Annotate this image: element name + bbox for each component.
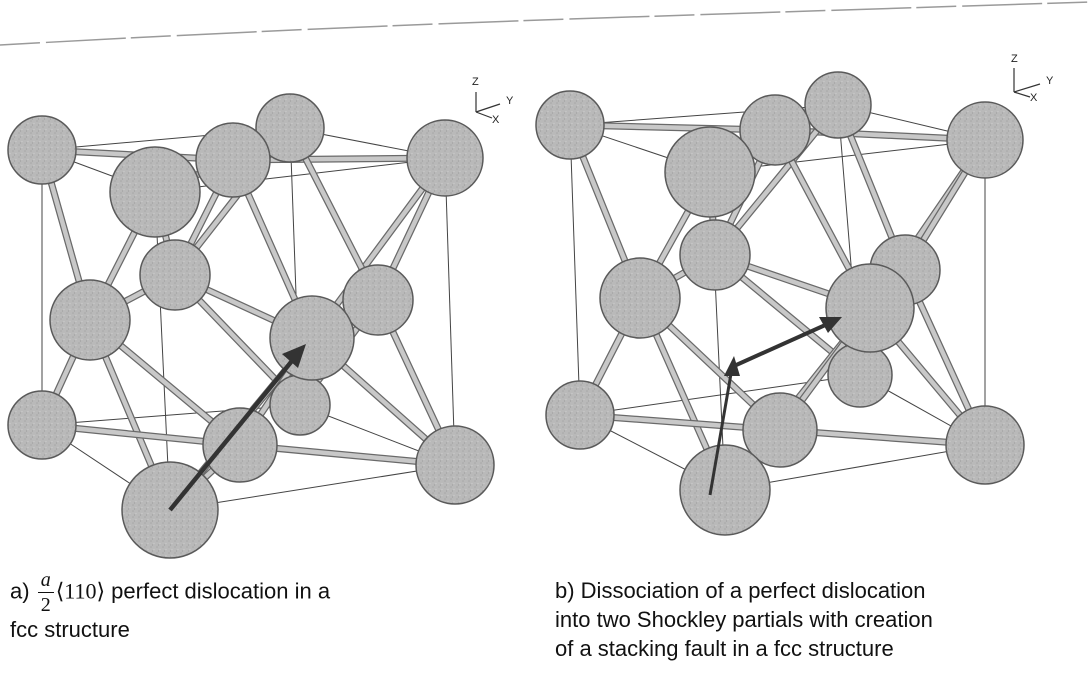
atom-sphere <box>7 115 77 185</box>
cell-edge-line <box>154 157 446 193</box>
axis-label-y: Y <box>1046 75 1054 87</box>
atom-sphere <box>664 126 756 218</box>
caption-a-rest: perfect dislocation in a <box>111 578 331 604</box>
miller-index: ⟨110⟩ <box>55 578 106 604</box>
axis-triad-icon: Z Y X <box>472 76 514 126</box>
atom-sphere <box>109 146 201 238</box>
atom-sphere <box>49 279 131 361</box>
fraction-a-over-2: a 2 <box>37 570 54 616</box>
atom-sphere <box>7 390 77 460</box>
cell-edge-line <box>569 124 581 416</box>
atom-sphere <box>342 264 414 336</box>
atom-sphere <box>545 380 615 450</box>
atom-sphere <box>679 219 751 291</box>
axis-label-x: X <box>492 114 500 126</box>
fraction-numerator: a <box>37 570 54 593</box>
burgers-vector-line <box>168 354 298 512</box>
atom-sphere <box>195 122 271 198</box>
arrowhead <box>282 344 306 368</box>
caption-b: b) Dissociation of a perfect dislocation… <box>555 576 1085 663</box>
shockley-partial-arrows <box>708 317 842 496</box>
axis-triad-icon: Z Y X <box>1011 53 1054 104</box>
caption-b-line1: b) Dissociation of a perfect dislocation <box>555 578 926 603</box>
atom-sphere <box>825 263 915 353</box>
atom-sphere <box>804 71 872 139</box>
caption-a: a) a 2 ⟨110⟩ perfect dislocation in a fc… <box>10 570 510 645</box>
partial-2-line <box>733 320 833 368</box>
partial-1-arrowhead <box>724 356 740 376</box>
axis-label-x: X <box>1030 92 1038 104</box>
panel-a-perfect-dislocation: Z Y X <box>0 0 545 560</box>
atom-sphere <box>742 392 818 468</box>
atom-sphere <box>255 93 325 163</box>
caption-b-line2: into two Shockley partials with creation <box>555 607 933 632</box>
panel-b-shockley-partials: Z Y X <box>520 0 1091 560</box>
fraction-denominator: 2 <box>40 594 51 616</box>
atom-sphere <box>827 342 893 408</box>
atom-sphere <box>739 94 811 166</box>
fcc-lattice-diagram-b: Z Y X <box>535 53 1054 536</box>
scan-edge-line <box>0 1 1091 46</box>
atom-sphere <box>139 239 211 311</box>
atom-sphere <box>269 374 331 436</box>
atom-sphere <box>202 407 278 483</box>
caption-a-prefix: a) <box>10 578 30 604</box>
atom-sphere <box>406 119 484 197</box>
atom-sphere <box>945 405 1025 485</box>
cell-edge-line <box>444 157 456 466</box>
atom-sphere <box>269 295 355 381</box>
caption-a-line2: fcc structure <box>10 617 130 642</box>
axis-label-z: Z <box>1011 53 1018 65</box>
atom-sphere <box>599 257 681 339</box>
caption-a-line1: a) a 2 ⟨110⟩ perfect dislocation in a <box>10 570 510 615</box>
fcc-lattice-diagram-a: Z Y X <box>7 76 514 559</box>
partial-2-arrowhead <box>819 317 842 333</box>
atom-sphere <box>946 101 1024 179</box>
atom-sphere <box>535 90 605 160</box>
atom-sphere <box>679 444 771 536</box>
burgers-vector-arrow <box>168 344 306 512</box>
caption-b-line3: of a stacking fault in a fcc structure <box>555 636 894 661</box>
axis-label-y: Y <box>506 95 514 107</box>
atom-sphere <box>415 425 495 505</box>
axis-label-z: Z <box>472 76 479 88</box>
partial-1-line <box>708 367 734 496</box>
